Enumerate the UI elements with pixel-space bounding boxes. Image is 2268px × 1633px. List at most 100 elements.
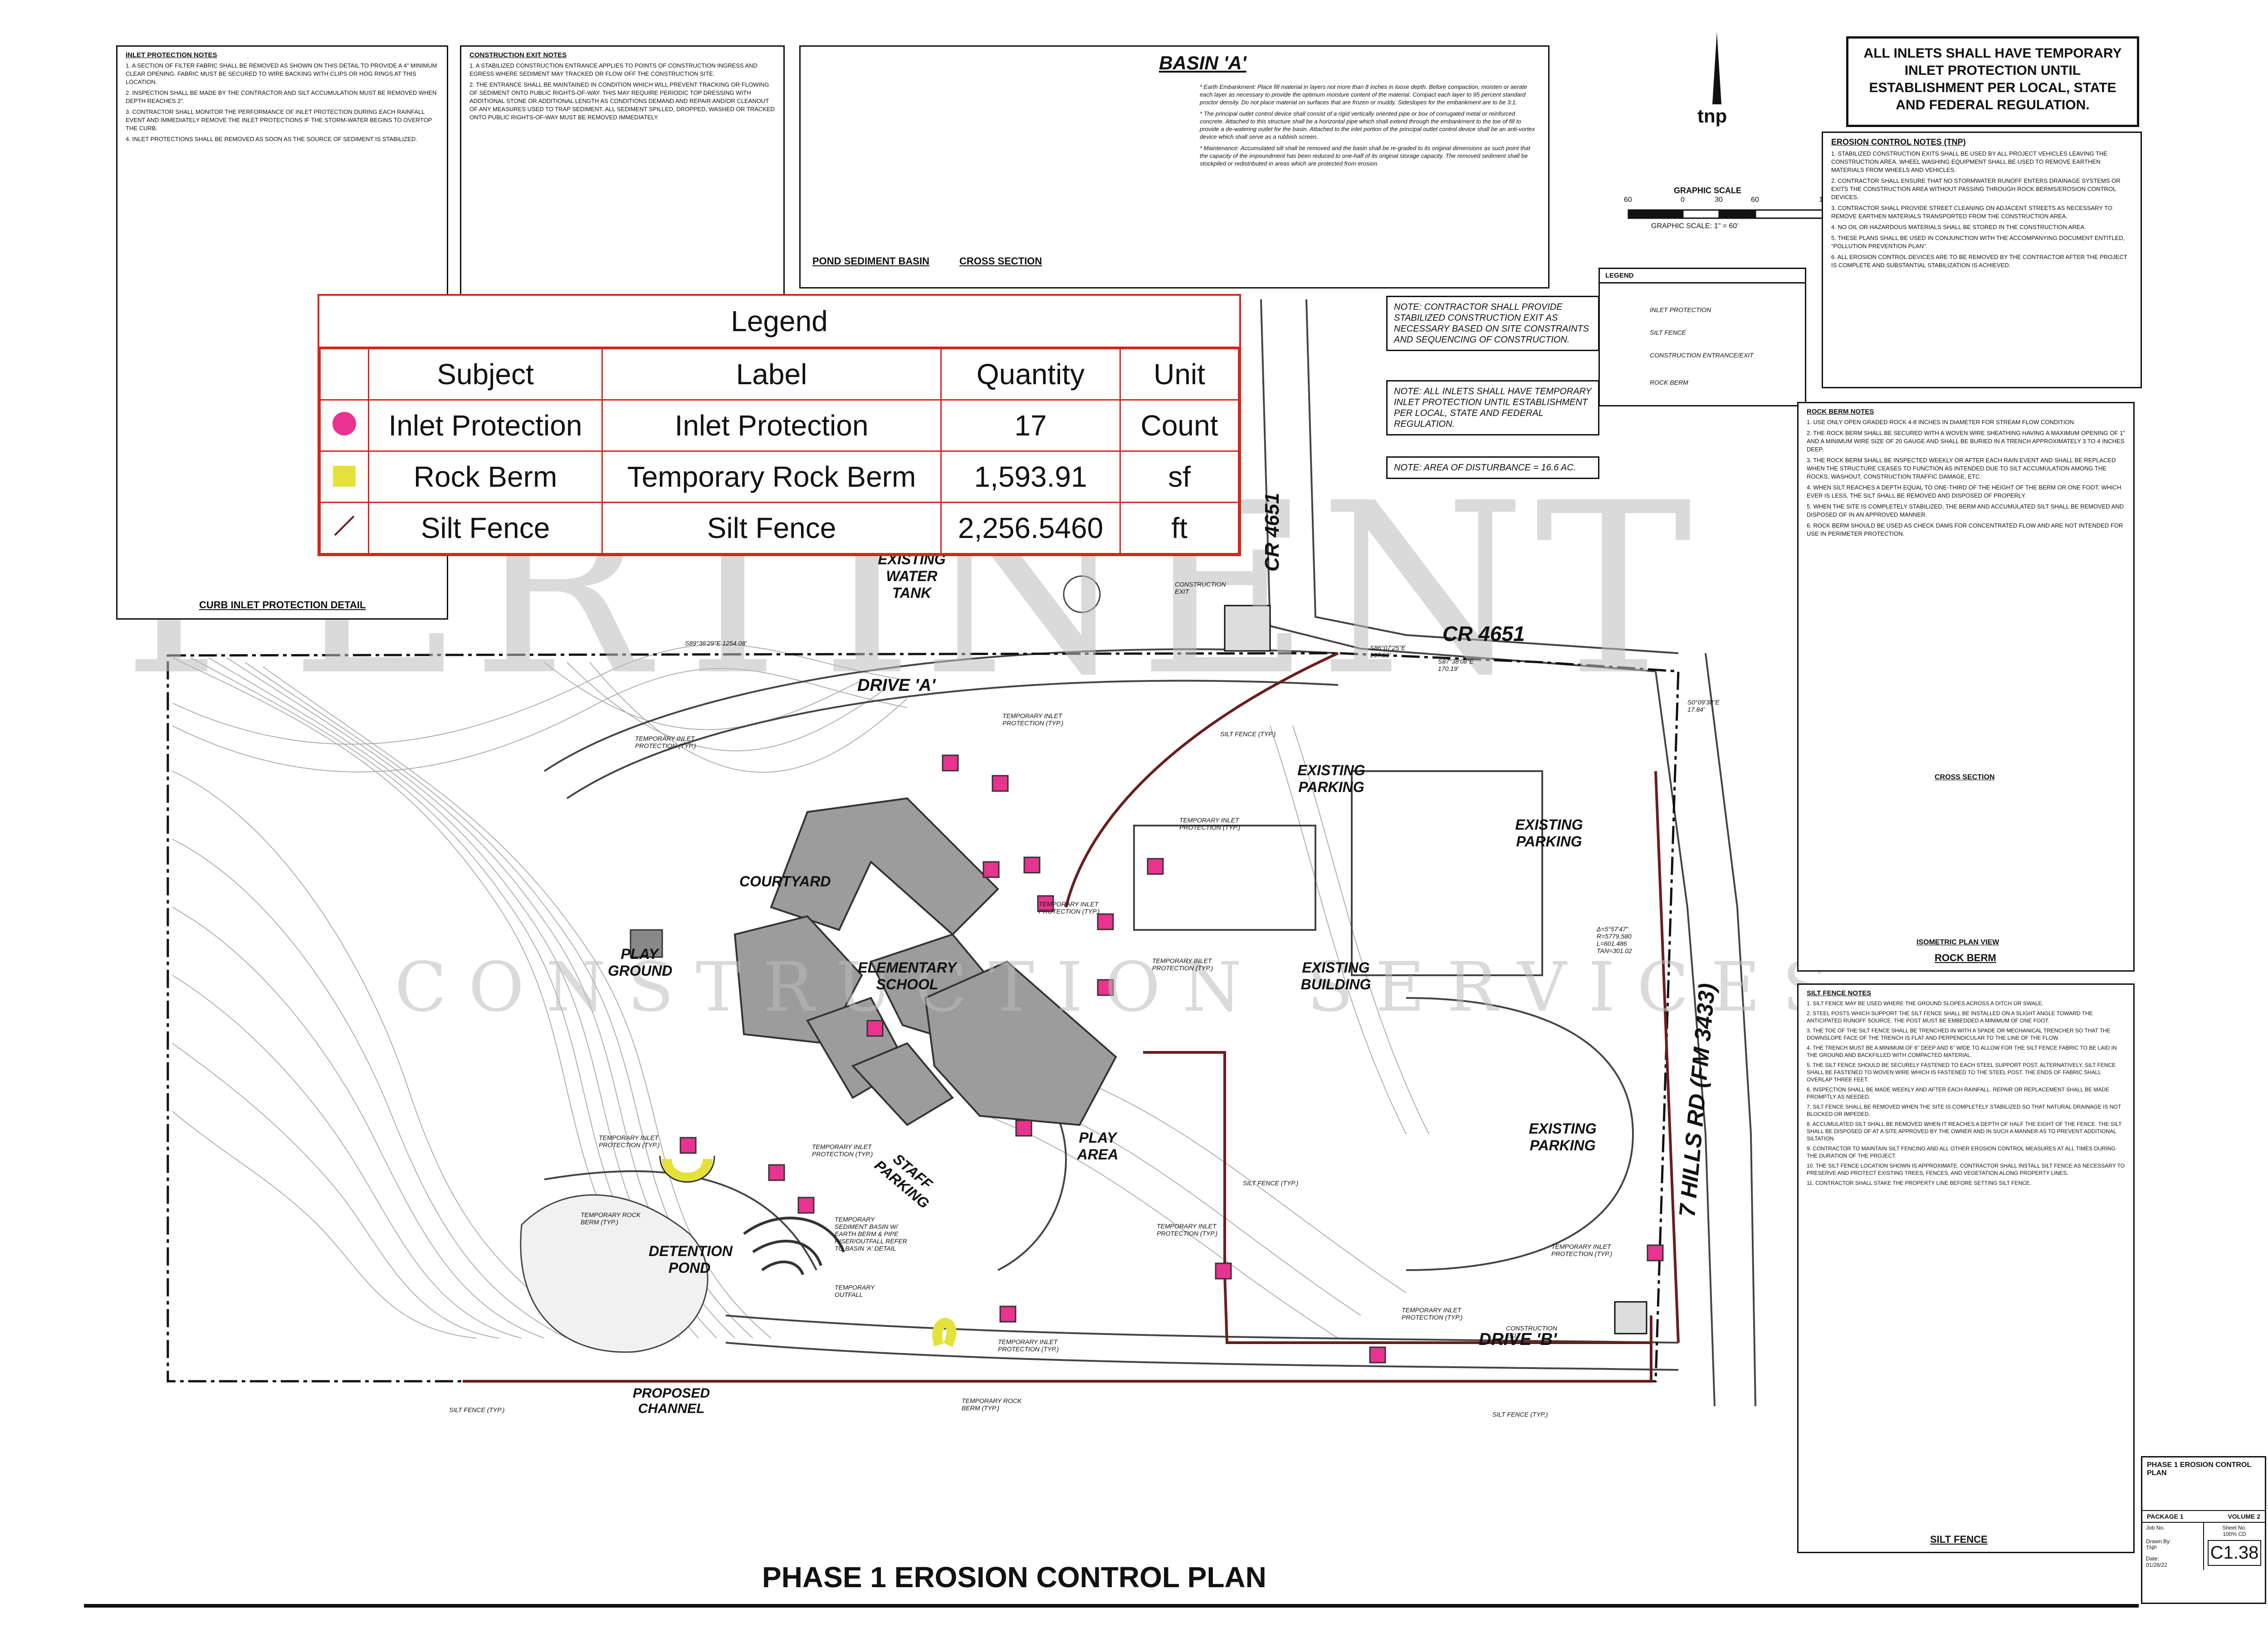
school-building [733, 797, 1117, 1126]
inlet-marker [1097, 913, 1114, 930]
inlet-marker [1097, 979, 1114, 996]
title-block-sheet-label: Sheet No. [2222, 1525, 2247, 1531]
legend-label: Inlet Protection [601, 399, 942, 452]
scale-tick-2: 30 [1715, 196, 1723, 204]
inlet-marker [1647, 1244, 1664, 1261]
construction-exit-note-2: 2. THE ENTRANCE SHALL BE MAINTAINED IN C… [469, 81, 775, 121]
tnp-note-4: 4. NO OIL OR HAZARDOUS MATERIALS SHALL B… [1831, 224, 2086, 230]
north-logo: tnp [1697, 105, 1727, 127]
water-tank-label: EXISTING WATER TANK [878, 551, 946, 601]
existing-parking-label-2: EXISTING PARKING [1515, 816, 1583, 850]
inlet-note-1: 1. A SECTION OF FILTER FABRIC SHALL BE R… [126, 62, 437, 85]
inlet-callout-11: TEMPORARY INLET PROTECTION (TYP.) [1551, 1243, 1613, 1257]
silt-note-4: 4. THE TRENCH MUST BE A MINIMUM OF 6" DE… [1807, 1045, 2117, 1058]
title-block-drawn-label: Drawn By: [2146, 1538, 2171, 1545]
silt-note-3: 3. THE TOE OF THE SILT FENCE SHALL BE TR… [1807, 1027, 2111, 1041]
inlet-callout-1: TEMPORARY INLET PROTECTION (TYP.) [1002, 712, 1064, 727]
inlet-marker [679, 1137, 697, 1154]
legend-header-label: Label [601, 348, 942, 401]
title-block: PHASE 1 EROSION CONTROL PLAN PACKAGE 1 V… [2141, 1456, 2266, 1604]
silt-fence-callout-1: SILT FENCE (TYP.) [1220, 730, 1276, 738]
legend-unit: sf [1119, 450, 1239, 503]
title-block-job-label: Job No. [2146, 1525, 2165, 1531]
outfall-callout: TEMPORARY OUTFALL [835, 1284, 875, 1298]
silt-note-6: 6. INSPECTION SHALL BE MADE WEEKLY AND A… [1807, 1086, 2110, 1100]
roads [543, 299, 1756, 1407]
basin-title: BASIN 'A' [1159, 52, 1246, 73]
legend-row: Silt Fence Silt Fence 2,256.5460 ft [319, 502, 1239, 554]
construction-exit-callout-1: CONSTRUCTION EXIT [1175, 581, 1226, 595]
rock-berm-note-4: 4. WHEN SILT REACHES A DEPTH EQUAL TO ON… [1807, 484, 2121, 499]
bearing-label-1: S89°36'29"E 1254.08' [685, 640, 747, 647]
rock-berm-notes-title: ROCK BERM NOTES [1807, 408, 1874, 416]
basin-note-1: * Earth Embankment: Place fill material … [1200, 83, 1527, 106]
legend-header-row: Subject Label Quantity Unit [319, 348, 1239, 401]
legend-quantity: 1,593.91 [940, 450, 1121, 503]
inlet-callout-9: TEMPORARY INLET PROTECTION (TYP.) [998, 1338, 1059, 1353]
graphic-scale-bar [1628, 209, 1833, 219]
slash-line-icon [334, 515, 355, 536]
legend-header-subject: Subject [368, 348, 603, 401]
small-legend-item-4: ROCK BERM [1650, 379, 1688, 386]
cr4651-horizontal-label: CR 4651 [1442, 622, 1525, 645]
graphic-scale-title: GRAPHIC SCALE [1674, 186, 1742, 195]
inlet-note-2: 2. INSPECTION SHALL BE MADE BY THE CONTR… [126, 89, 437, 104]
play-area-label: PLAY AREA [1077, 1129, 1119, 1163]
silt-fence-callout-2: SILT FENCE (TYP.) [1243, 1179, 1299, 1187]
sheet-title: PHASE 1 EROSION CONTROL PLAN [762, 1561, 1266, 1594]
legend-unit: ft [1119, 502, 1239, 554]
silt-fence-lines [463, 652, 1680, 1383]
tnp-note-1: 1. STABILIZED CONSTRUCTION EXITS SHALL B… [1831, 150, 2108, 173]
inlet-marker [982, 861, 1000, 878]
legend-quantity: 17 [940, 399, 1121, 452]
title-block-package: PACKAGE 1 [2147, 1513, 2184, 1520]
basin-a-box: BASIN 'A' * Earth Embankment: Place fill… [799, 45, 1549, 288]
legend-quantity: 2,256.5460 [940, 502, 1121, 554]
inlet-callout-7: TEMPORARY INLET PROTECTION (TYP.) [812, 1143, 873, 1158]
inlet-callout-6: TEMPORARY INLET PROTECTION (TYP.) [599, 1134, 660, 1149]
rock-berm-caption: ROCK BERM [1935, 952, 1996, 963]
inlet-note-4: 4. INLET PROTECTIONS SHALL BE REMOVED AS… [126, 136, 417, 142]
sediment-basin-callout: TEMPORARY SEDIMENT BASIN W/ EARTH BERM &… [835, 1216, 907, 1252]
bearing-label-2: S86°07'25"E 167.50' [1370, 644, 1406, 659]
tnp-note-5: 5. THESE PLANS SHALL BE USED IN CONJUNCT… [1831, 235, 2125, 249]
silt-note-7: 7. SILT FENCE SHALL BE REMOVED WHEN THE … [1807, 1104, 2121, 1117]
inlet-marker [768, 1164, 785, 1181]
existing-building-label: EXISTING BUILDING [1300, 959, 1371, 993]
title-block-date-label: Date: [2146, 1555, 2159, 1562]
silt-note-2: 2. STEEL POSTS WHICH SUPPORT THE SILT FE… [1807, 1010, 2093, 1024]
bearing-label-3: S87°38'08"E 170.19' [1438, 658, 1474, 672]
silt-note-8: 8. ACCUMULATED SILT SHALL BE REMOVED WHE… [1807, 1121, 2122, 1142]
silt-note-10: 10. THE SILT FENCE LOCATION SHOWN IS APP… [1807, 1163, 2125, 1176]
detention-pond-label: DETENTION POND [649, 1243, 733, 1276]
legend-icon-cell [319, 399, 369, 452]
legend-title: Legend [319, 296, 1239, 348]
playground-structure [630, 929, 663, 958]
school-label: ELEMENTARY SCHOOL [858, 959, 957, 993]
inlet-marker [942, 754, 959, 772]
silt-fence-notes-title: SILT FENCE NOTES [1807, 989, 1872, 997]
bearing-label-4: S0°09'38"E 17.84' [1687, 699, 1720, 713]
quantity-legend: Legend Subject Label Quantity Unit Inlet… [318, 294, 1241, 556]
tnp-note-2: 2. CONTRACTOR SHALL ENSURE THAT NO STORM… [1831, 177, 2121, 200]
inlet-callout-4: TEMPORARY INLET PROTECTION (TYP.) [1039, 900, 1100, 915]
title-block-sheet-number: C1.38 [2208, 1540, 2261, 1566]
construction-exit-title: CONSTRUCTION EXIT NOTES [469, 51, 567, 59]
legend-icon-cell [319, 502, 369, 554]
graphic-scale-text: GRAPHIC SCALE: 1" = 60' [1651, 222, 1739, 230]
construction-exit-pad-2 [1614, 1301, 1647, 1335]
construction-exit-notes-box: CONSTRUCTION EXIT NOTES 1. A STABILIZED … [460, 45, 785, 300]
drive-b-label: DRIVE 'B' [1479, 1330, 1557, 1349]
pond-sediment-basin-label: POND SEDIMENT BASIN [812, 255, 929, 267]
basin-notes: * Earth Embankment: Place fill material … [1200, 83, 1535, 167]
inlet-callout-10: TEMPORARY INLET PROTECTION (TYP.) [1402, 1306, 1463, 1321]
basin-riser [743, 1217, 845, 1276]
plan-note-exit: NOTE: CONTRACTOR SHALL PROVIDE STABILIZE… [1386, 296, 1599, 351]
legend-header-unit: Unit [1119, 348, 1239, 401]
silt-fence-callout-3: SILT FENCE (TYP.) [449, 1406, 505, 1413]
inlet-marker [1023, 856, 1041, 874]
small-legend-box: LEGEND INLET PROTECTION SILT FENCE CONST… [1598, 268, 1806, 406]
inlet-callout-8: TEMPORARY INLET PROTECTION (TYP.) [1157, 1222, 1218, 1237]
rock-berm-callout-1: TEMPORARY ROCK BERM (TYP.) [581, 1211, 641, 1226]
plan-note-area: NOTE: AREA OF DISTURBANCE = 16.6 AC. [1386, 456, 1599, 479]
